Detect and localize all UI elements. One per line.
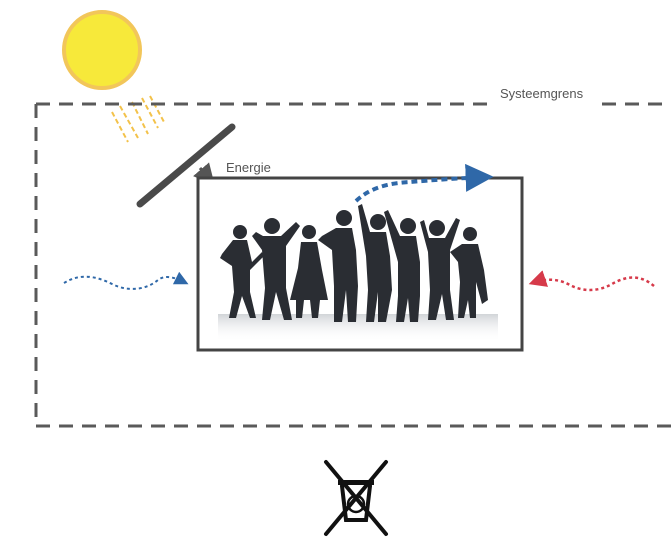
sun-icon	[64, 12, 140, 88]
system-boundary-label: Systeemgrens	[500, 86, 583, 101]
energy-label: Energie	[226, 160, 271, 175]
inflow-arrow-right	[532, 278, 654, 291]
crossed-out-bin-icon	[326, 462, 386, 534]
inflow-arrow-left	[64, 277, 186, 289]
floor-reflection	[218, 314, 498, 342]
